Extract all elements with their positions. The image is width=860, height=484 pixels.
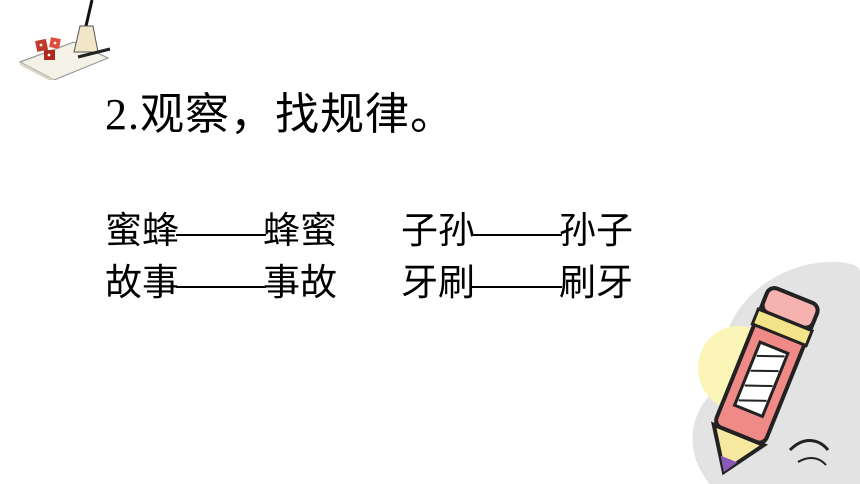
word-pair: 蜜蜂 蜂蜜: [105, 205, 337, 257]
word: 刷牙: [559, 261, 633, 304]
dash-line: [176, 234, 266, 236]
page-title: 2.观察，找规律。: [105, 78, 455, 142]
dash-line: [472, 286, 562, 288]
word: 牙刷: [401, 261, 475, 304]
word-pair: 故事 事故: [105, 257, 337, 309]
word-pair-row: 故事 事故 牙刷 刷牙: [105, 257, 633, 309]
word: 蜜蜂: [105, 209, 179, 252]
word: 故事: [105, 261, 179, 304]
word: 蜂蜜: [263, 209, 337, 252]
word: 孙子: [559, 209, 633, 252]
word: 事故: [263, 261, 337, 304]
pencil-icon: [692, 261, 860, 484]
dash-line: [176, 286, 266, 288]
word-pairs: 蜜蜂 蜂蜜 子孙 孙子 故事 事故 牙刷 刷牙: [105, 205, 633, 309]
word-pair: 牙刷 刷牙: [401, 257, 633, 309]
word: 子孙: [401, 209, 475, 252]
title-number: 2.: [105, 90, 140, 139]
word-pair-row: 蜜蜂 蜂蜜 子孙 孙子: [105, 205, 633, 257]
word-pair: 子孙 孙子: [401, 205, 633, 257]
dash-line: [472, 234, 562, 236]
title-text: 观察，找规律。: [140, 89, 455, 140]
dice-pencil-icon: [18, 0, 111, 80]
